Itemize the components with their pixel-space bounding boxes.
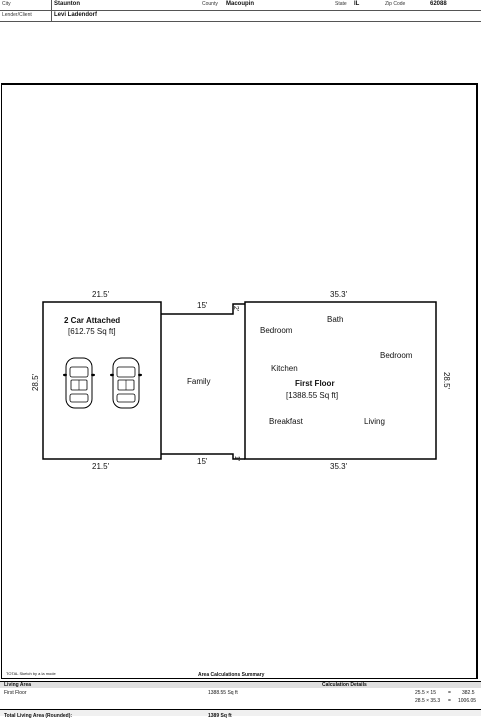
lender-label: Lender/Client — [2, 12, 32, 18]
header-row-location: City Staunton County Macoupin State IL Z… — [0, 0, 481, 11]
lender-value: Levi Ladendorf — [54, 12, 98, 18]
house-bottom-dimension: 35.3' — [330, 462, 348, 471]
sketch-frame — [1, 83, 478, 679]
room-bath: Bath — [327, 315, 344, 324]
garage-area: [612.75 Sq ft] — [68, 327, 116, 336]
zip-label: Zip Code — [385, 1, 406, 7]
header-divider — [51, 0, 52, 22]
connector-bottom-wall — [161, 453, 245, 460]
garage-outline — [42, 301, 162, 460]
connector-top-dimension: 15' — [197, 301, 208, 310]
room-living: Living — [364, 417, 385, 426]
house-outline — [244, 301, 437, 460]
total-living-area-value: 1389 Sq ft — [208, 713, 232, 719]
first-floor-label: First Floor — [4, 690, 27, 696]
calc2-equals: = — [448, 698, 451, 704]
calc1-expression: 25.5 × 15 — [415, 690, 436, 696]
county-value: Macoupin — [226, 1, 254, 7]
house-title: First Floor — [295, 379, 335, 388]
garage-top-dimension: 21.5' — [92, 290, 110, 299]
house-area: [1388.55 Sq ft] — [286, 391, 339, 400]
summary-title: Area Calculations Summary — [198, 672, 265, 678]
software-note: TOTAL Sketch by a la mode — [6, 671, 56, 676]
garage-title: 2 Car Attached — [64, 316, 121, 325]
calc2-value: 1006.05 — [458, 698, 477, 704]
room-family: Family — [187, 377, 211, 386]
garage-side-dimension: 28.5' — [31, 373, 41, 392]
city-label: City — [2, 1, 11, 7]
house-side-dimension: 28.5' — [442, 371, 452, 390]
car-icon — [63, 357, 95, 409]
connector-jog-top: 2' — [232, 305, 240, 312]
room-bedroom: Bedroom — [380, 351, 413, 360]
connector-jog-bottom: 1' — [233, 455, 241, 462]
header-row-lender: Lender/Client Levi Ladendorf — [0, 11, 481, 22]
calculation-details-label: Calculation Details — [322, 682, 367, 688]
room-bedroom: Bedroom — [260, 326, 293, 335]
first-floor-area: 1388.55 Sq ft — [208, 690, 238, 696]
car-icon — [110, 357, 142, 409]
calc1-equals: = — [448, 690, 451, 696]
summary-header-bar — [0, 681, 481, 688]
connector-top-wall — [161, 303, 245, 315]
garage-bottom-dimension: 21.5' — [92, 462, 110, 471]
living-area-label: Living Area — [4, 682, 32, 688]
state-label: State — [335, 1, 347, 7]
room-kitchen: Kitchen — [271, 364, 298, 373]
room-breakfast: Breakfast — [269, 417, 303, 426]
house-top-dimension: 35.3' — [330, 290, 348, 299]
total-bar — [0, 709, 481, 716]
county-label: County — [202, 1, 218, 7]
connector-bottom-dimension: 15' — [197, 457, 208, 466]
state-value: IL — [354, 1, 360, 7]
total-living-area-label: Total Living Area (Rounded): — [4, 713, 73, 719]
calc1-value: 382.5 — [462, 690, 475, 696]
zip-value: 62088 — [430, 1, 447, 7]
city-value: Staunton — [54, 1, 80, 7]
calc2-expression: 28.5 × 35.3 — [415, 698, 441, 704]
